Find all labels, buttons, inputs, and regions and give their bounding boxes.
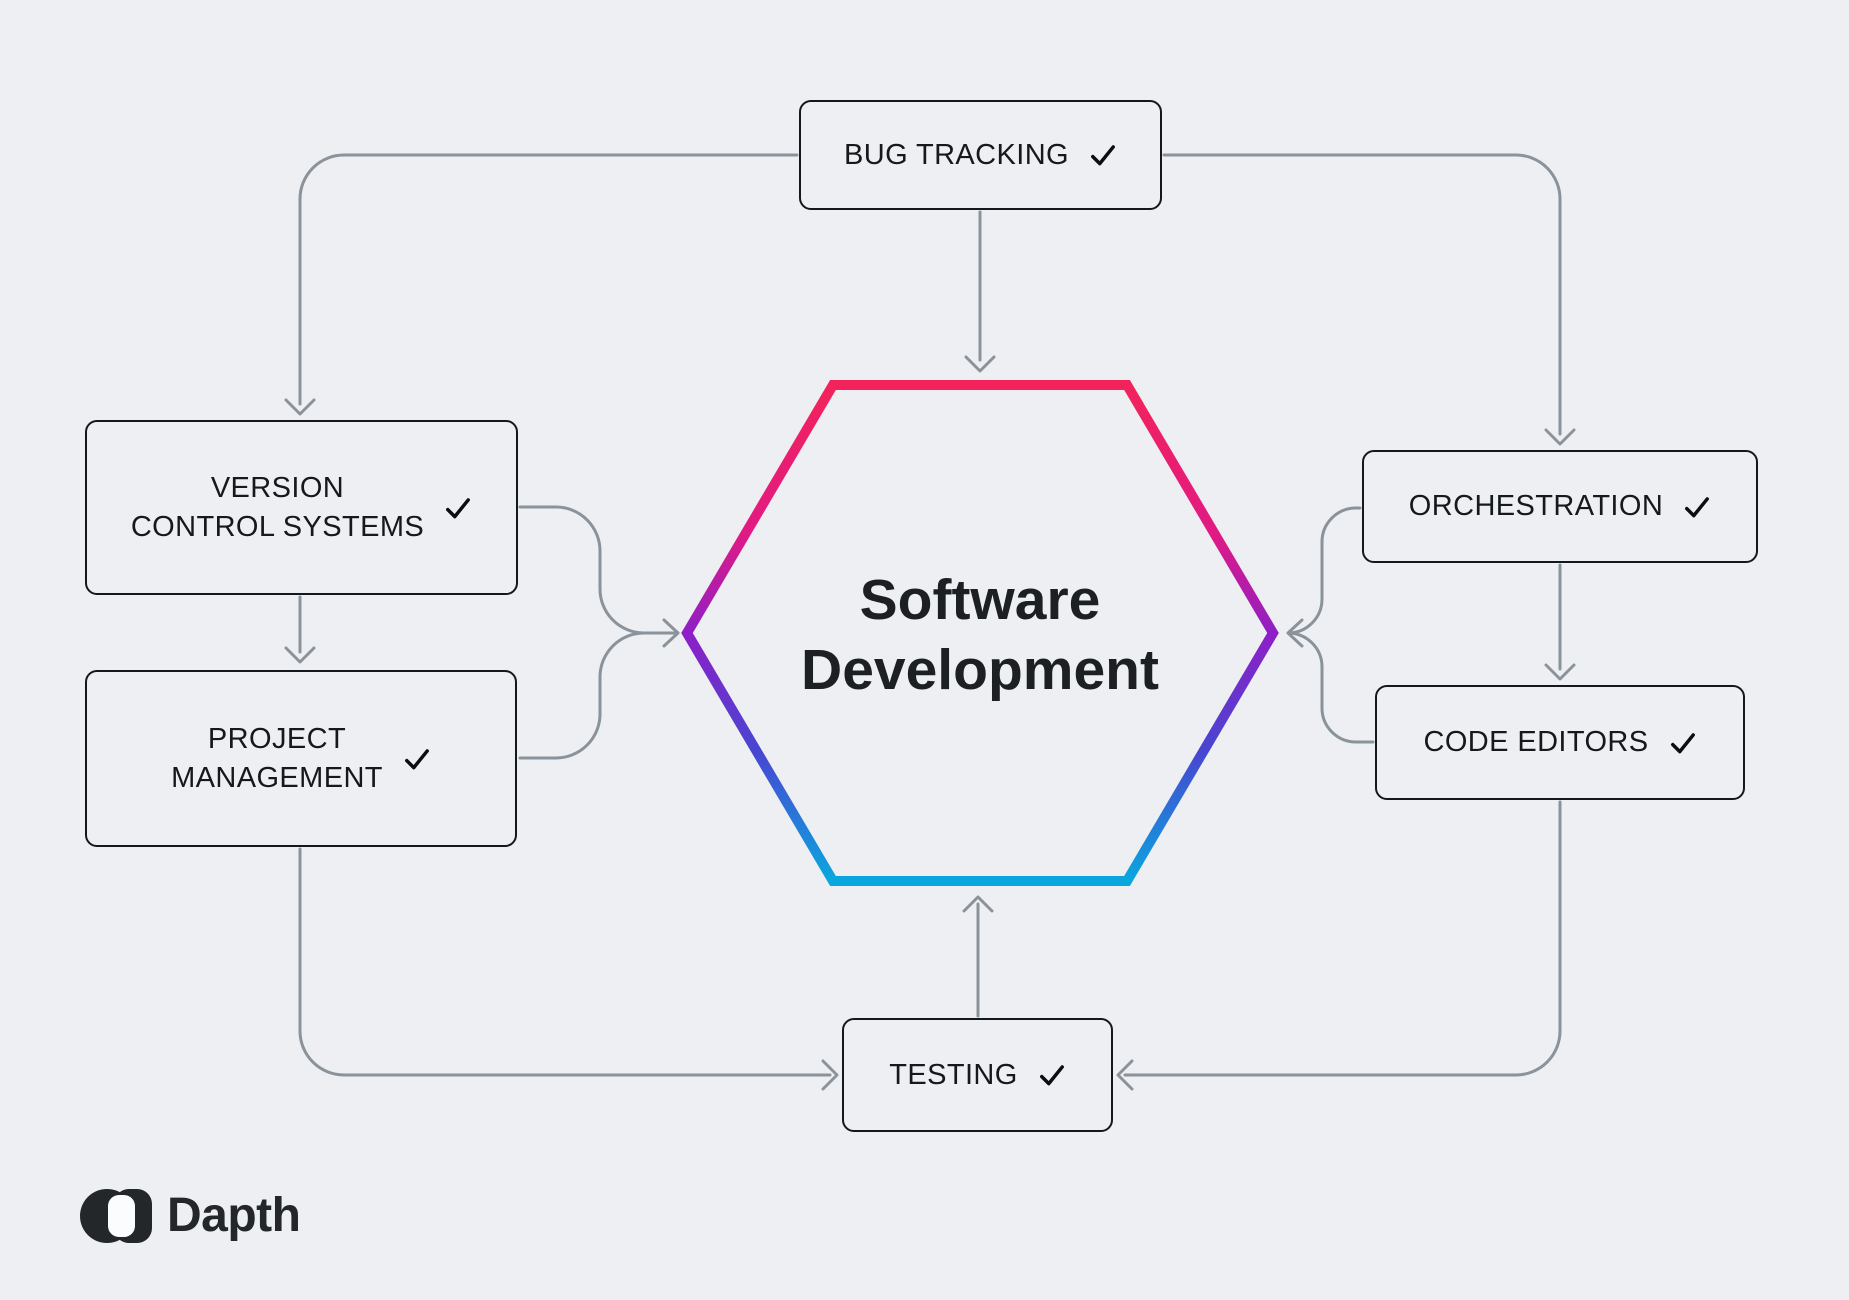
node-code-editors: CODE EDITORS: [1375, 685, 1745, 800]
connector-projectmanagement-to-testing: [298, 847, 839, 1091]
connector-orchestration-to-codeeditors: [1544, 563, 1576, 681]
connector-testing-to-hexagon: [962, 895, 994, 1018]
connector-group: [284, 153, 1576, 1091]
connector-bugtracking-to-hexagon: [964, 210, 996, 373]
hexagon-title: Software Development: [801, 568, 1159, 702]
node-bug-tracking-label: BUG TRACKING: [843, 138, 1070, 171]
connector-right-merge-to-hexagon: [1286, 506, 1375, 744]
check-icon: [1670, 732, 1695, 753]
node-bug-tracking: BUG TRACKING: [799, 100, 1162, 210]
hexagon-border: [681, 380, 1279, 886]
check-icon: [404, 748, 429, 769]
dapth-logo-icon: [80, 1188, 152, 1243]
node-project-management-label: PROJECT MANAGEMENT: [171, 723, 383, 794]
connector-left-merge-to-hexagon: [518, 505, 680, 760]
check-icon: [1039, 1065, 1064, 1086]
dapth-logo-text: Dapth: [167, 1189, 301, 1242]
connector-bugtracking-to-versioncontrol: [284, 153, 799, 416]
dapth-logo: Dapth: [80, 1188, 301, 1243]
connector-codeeditors-to-testing: [1116, 800, 1562, 1091]
node-testing: TESTING: [842, 1018, 1113, 1132]
node-version-control-systems-label: VERSION CONTROL SYSTEMS: [130, 472, 425, 543]
node-project-management: PROJECT MANAGEMENT: [85, 670, 517, 847]
node-testing-label: TESTING: [889, 1058, 1018, 1091]
node-code-editors-label: CODE EDITORS: [1423, 726, 1649, 759]
check-icon: [1685, 496, 1710, 517]
node-orchestration: ORCHESTRATION: [1362, 450, 1758, 563]
check-icon: [1091, 145, 1115, 166]
connector-bugtracking-to-orchestration: [1162, 153, 1576, 446]
check-icon: [446, 497, 471, 518]
node-version-control-systems: VERSION CONTROL SYSTEMS: [85, 420, 518, 595]
connector-versioncontrol-to-projectmanagement: [284, 595, 316, 664]
node-orchestration-label: ORCHESTRATION: [1408, 490, 1664, 523]
